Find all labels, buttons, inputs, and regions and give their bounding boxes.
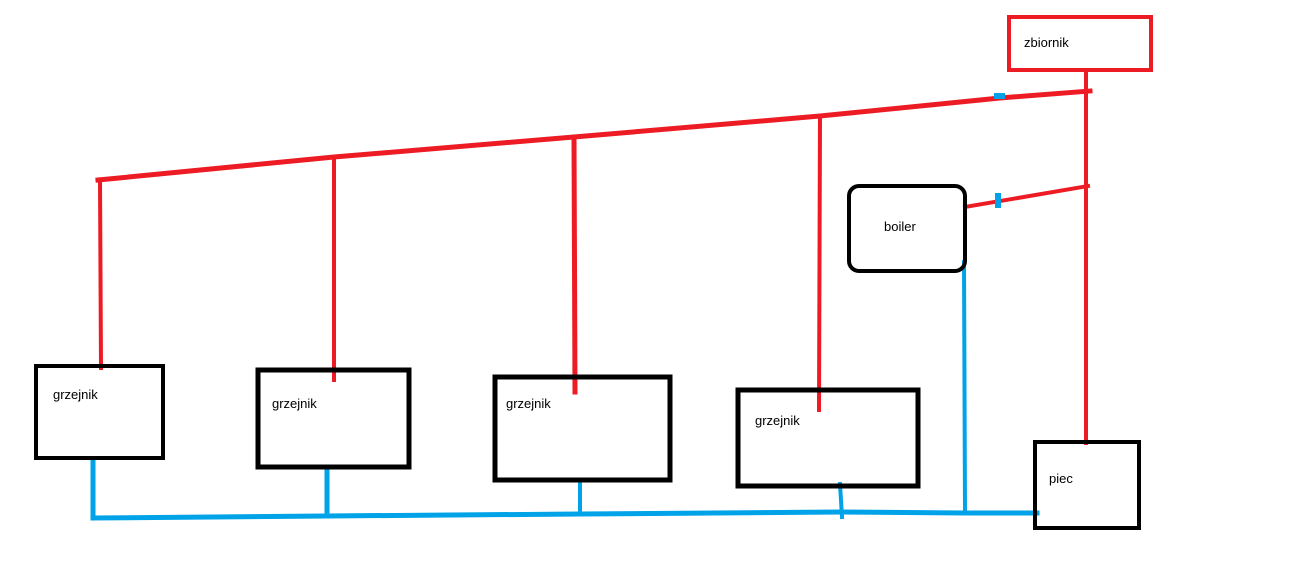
hot-drop-radiator-3: [571, 134, 578, 395]
radiator-outline: [34, 364, 165, 460]
boiler-label: boiler: [884, 219, 916, 234]
furnace-outline: [1033, 440, 1141, 530]
cold-boiler-return: [961, 259, 968, 516]
furnace-label: piec: [1049, 471, 1073, 486]
tank-label: zbiornik: [1024, 35, 1069, 50]
radiator-label: grzejnik: [506, 396, 551, 411]
hot-boiler-branch: [962, 183, 1091, 210]
hot-water-pipes: [95, 68, 1093, 445]
hot-drop-radiator-1: [97, 177, 104, 371]
radiator-3: grzejnik: [492, 374, 673, 483]
radiator-2: grzejnik: [255, 367, 412, 470]
hot-main-line: [95, 88, 1093, 183]
cold-water-pipes: [90, 93, 1040, 521]
boiler-outline: [847, 184, 967, 273]
radiator-label: grzejnik: [53, 387, 98, 402]
radiator-4: grzejnik: [735, 387, 921, 489]
radiator-outline: [255, 367, 412, 470]
cold-return-main: [90, 509, 1040, 521]
tank-box: zbiornik: [1007, 15, 1153, 72]
boiler-box: boiler: [847, 184, 967, 273]
radiator-label: grzejnik: [272, 396, 317, 411]
radiator-outline: [492, 374, 673, 483]
hot-drop-radiator-4: [816, 113, 823, 413]
furnace-box: piec: [1033, 440, 1141, 530]
tank-outline: [1007, 15, 1153, 72]
cold-drop-radiator-4: [837, 481, 845, 520]
radiator-label: grzejnik: [755, 413, 800, 428]
radiator-outline: [735, 387, 921, 489]
radiator-1: grzejnik: [34, 364, 165, 460]
